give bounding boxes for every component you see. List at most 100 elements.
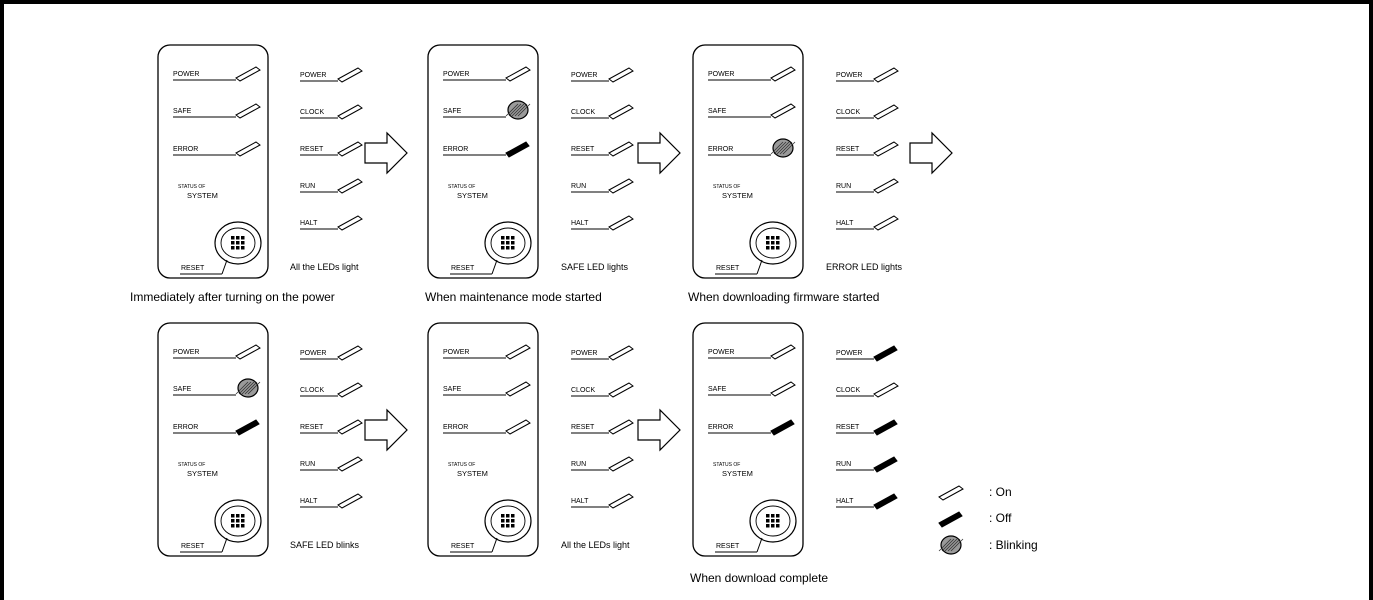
stage-caption: Immediately after turning on the power [130,290,335,304]
led-on-icon [235,141,261,157]
column-led-label: POWER [300,72,326,79]
status-label: SYSTEM [722,191,753,200]
led-on-icon [505,419,531,435]
reset-label: RESET [716,543,740,550]
led-on-icon [608,67,634,83]
column-led-label: RESET [571,424,595,431]
led-on-icon [337,345,363,361]
led-on-icon [337,382,363,398]
column-led-label: RUN [571,183,586,190]
led-on-icon [337,178,363,194]
led-on-icon [608,178,634,194]
led-on-icon [505,66,531,82]
panel-led-label: POWER [708,71,734,78]
stage-caption: When downloading firmware started [688,290,879,304]
led-on-icon [938,485,964,501]
reset-label: RESET [716,265,740,272]
led-column-caption: All the LEDs light [561,540,630,550]
panel-led-label: POWER [708,349,734,356]
reset-label: RESET [451,265,475,272]
led-on-icon [873,382,899,398]
legend-label: : Off [989,511,1012,525]
panel-led-label: POWER [443,349,469,356]
status-label: SYSTEM [457,191,488,200]
panel-led-label: SAFE [443,386,462,393]
column-led-label: RESET [571,146,595,153]
legend-label: : Blinking [989,538,1038,552]
led-on-icon [505,381,531,397]
right-arrow-icon [637,408,681,452]
column-led-label: RESET [836,424,860,431]
status-small-label: STATUS OF [713,462,740,468]
column-led-label: POWER [836,72,862,79]
column-led-label: CLOCK [300,109,324,116]
reset-label: RESET [451,543,475,550]
led-on-icon [873,67,899,83]
led-column-caption: All the LEDs light [290,262,359,272]
column-led-label: HALT [300,220,318,227]
right-arrow-icon [637,131,681,175]
column-led-label: RUN [836,183,851,190]
led-on-icon [608,382,634,398]
led-on-icon [608,215,634,231]
led-on-icon [505,344,531,360]
panel-led-label: SAFE [173,108,192,115]
led-off-icon [873,419,898,436]
led-on-icon [337,419,363,435]
panel-led-label: SAFE [443,108,462,115]
led-on-icon [608,141,634,157]
led-on-icon [608,456,634,472]
led-off-icon [938,511,963,528]
led-on-icon [337,104,363,120]
led-column-caption: SAFE LED blinks [290,540,360,550]
column-led-label: CLOCK [836,387,860,394]
stage-caption: When download complete [690,571,828,585]
legend-label: : On [989,485,1012,499]
led-on-icon [235,344,261,360]
column-led-label: HALT [300,498,318,505]
column-led-label: POWER [300,350,326,357]
led-on-icon [770,66,796,82]
column-led-label: HALT [836,498,854,505]
panel-led-label: SAFE [708,386,727,393]
column-led-label: HALT [571,498,589,505]
panel-led-label: ERROR [173,424,198,431]
led-on-icon [337,141,363,157]
led-off-icon [873,493,898,510]
status-label: SYSTEM [187,469,218,478]
column-led-label: POWER [571,350,597,357]
led-on-icon [608,104,634,120]
led-on-icon [337,456,363,472]
column-led-label: CLOCK [571,109,595,116]
status-label: SYSTEM [457,469,488,478]
status-small-label: STATUS OF [178,184,205,190]
led-on-icon [608,345,634,361]
right-arrow-icon [909,131,953,175]
led-on-icon [337,67,363,83]
right-arrow-icon [364,408,408,452]
led-on-icon [235,66,261,82]
led-on-icon [608,419,634,435]
panel-led-label: POWER [443,71,469,78]
column-led-label: RUN [836,461,851,468]
column-led-label: POWER [571,72,597,79]
stage-caption: When maintenance mode started [425,290,602,304]
column-led-label: RESET [300,424,324,431]
right-arrow-icon [364,131,408,175]
led-blinking-icon [770,138,796,158]
led-off-icon [873,456,898,473]
led-blinking-icon [938,535,964,555]
led-column-caption: ERROR LED lights [826,262,903,272]
led-on-icon [770,344,796,360]
led-on-icon [337,493,363,509]
column-led-label: RUN [300,183,315,190]
column-led-label: HALT [836,220,854,227]
